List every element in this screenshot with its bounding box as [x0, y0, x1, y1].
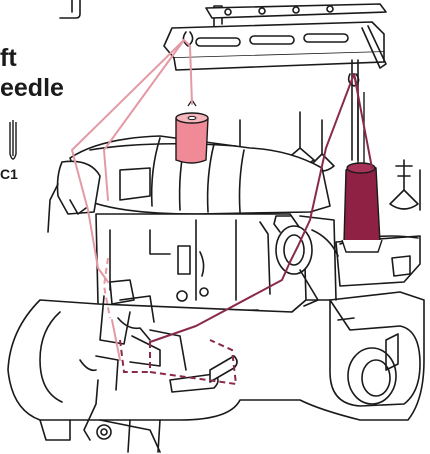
hand-wheel — [329, 299, 421, 407]
needle-icon — [9, 120, 17, 160]
left-needle-title-line1: ft — [0, 44, 17, 72]
left-needle-title-line2: eedle — [0, 74, 64, 102]
left-side-cover — [47, 160, 101, 233]
thread-guide-bar — [163, 3, 387, 87]
needle-position-code: C1 — [0, 166, 18, 182]
looper-area — [83, 279, 187, 453]
maroon-spool — [341, 92, 383, 253]
machine-body-top — [69, 135, 331, 215]
upper-thread-path — [71, 39, 193, 361]
pink-spool — [175, 98, 209, 164]
tension-dial — [273, 215, 319, 307]
lower-thread-path — [149, 73, 373, 343]
lower-thread-hidden — [119, 339, 238, 386]
